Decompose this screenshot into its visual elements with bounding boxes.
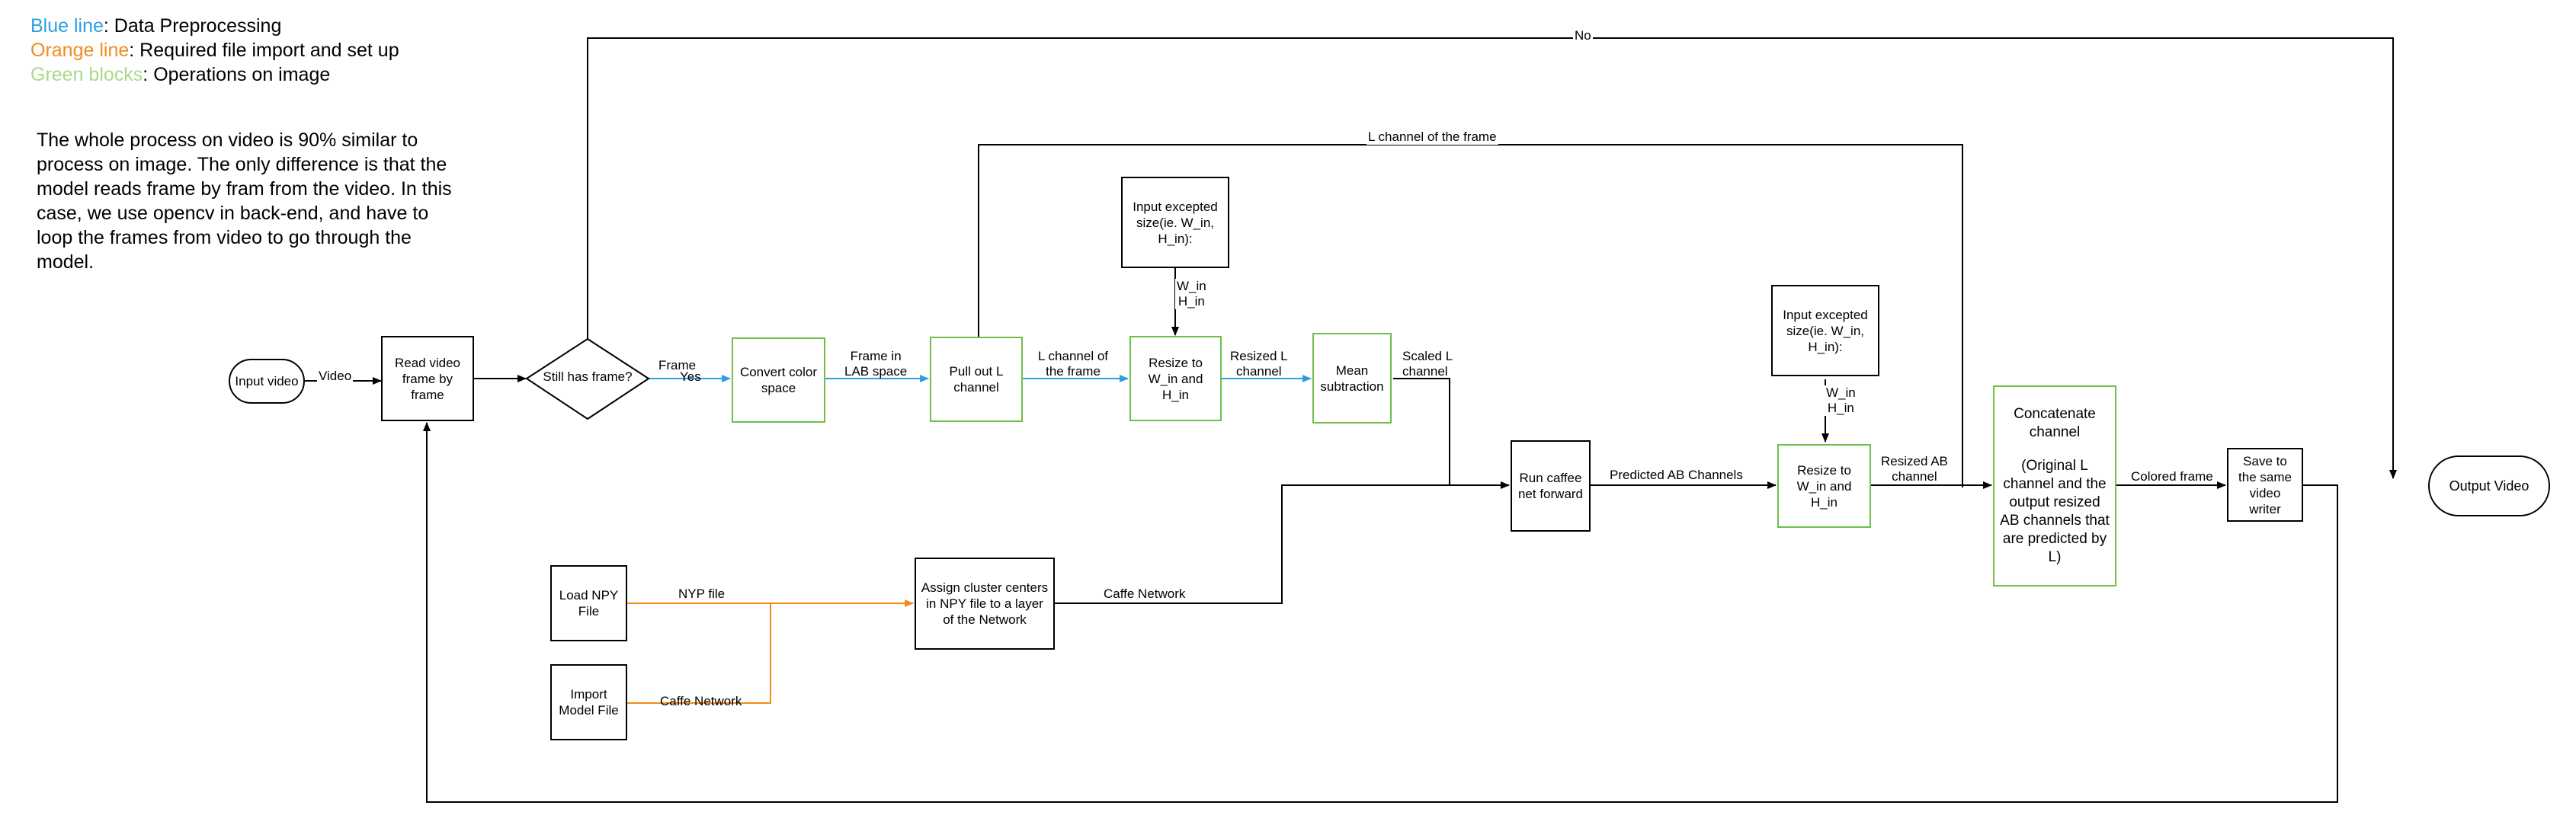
label-wh-in-2a: W_in (1826, 385, 1856, 400)
concatenate-body: (Original L channel and the output resiz… (2000, 458, 2110, 565)
label-caffe-network-orange: Caffe Network (660, 694, 742, 708)
still-has-frame-label: Still has frame? (543, 369, 633, 384)
label-resized-l-2: channel (1236, 364, 1282, 379)
assign-cluster-box: Assign cluster centers in NPY file to a … (915, 558, 1055, 650)
still-has-frame-diamond (525, 337, 650, 420)
read-frame-box: Read video frame by frame (381, 336, 474, 421)
convert-color-box: Convert color space (732, 337, 825, 423)
output-video-terminal: Output Video (2428, 455, 2550, 516)
label-l-channel-frame: L channel of the frame (1038, 349, 1108, 379)
edge-caffe-merge (1055, 481, 1510, 604)
label-frame-lab-2: LAB space (844, 364, 908, 379)
edge-no (587, 37, 2397, 479)
run-caffe-box: Run caffee net forward (1511, 440, 1591, 532)
label-l-channel-top: L channel of the frame (1366, 129, 1498, 145)
label-wh-in-1a: W_in (1177, 279, 1206, 293)
save-frame-box: Save to the same video writer (2227, 448, 2303, 522)
legend-blue-text: : Data Preprocessing (103, 15, 282, 37)
label-yes: Yes (680, 369, 701, 384)
resize-box-2: Resize to W_in and H_in (1777, 444, 1871, 528)
legend-orange: Orange line: Required file import and se… (30, 38, 399, 62)
label-resized-ab-1: Resized AB (1881, 454, 1948, 468)
label-video: Video (317, 369, 354, 384)
label-scaled-l: Scaled L channel (1402, 349, 1453, 379)
label-frame-lab-1: Frame in (850, 349, 902, 363)
label-colored-frame: Colored frame (2129, 469, 2215, 484)
label-scaled-l-1: Scaled L (1402, 349, 1453, 363)
edge-loop-back (423, 422, 2338, 803)
legend-green-text: : Operations on image (143, 64, 331, 85)
legend-green: Green blocks: Operations on image (30, 62, 399, 87)
input-video-terminal: Input video (229, 359, 305, 404)
concatenate-box: Concatenate channel (Original L channel … (1993, 385, 2116, 586)
label-frame: Frame (658, 358, 697, 372)
legend-orange-key: Orange line (30, 40, 130, 61)
legend-blue: Blue line: Data Preprocessing (30, 14, 399, 38)
label-frame-lab: Frame in LAB space (844, 349, 907, 379)
label-resized-ab: Resized AB channel (1881, 454, 1948, 484)
label-caffe-network: Caffe Network (1102, 586, 1187, 602)
legend-green-key: Green blocks (30, 64, 143, 85)
pull-l-box: Pull out L channel (930, 337, 1023, 422)
resize-box-1: Resize to W_in and H_in (1129, 336, 1222, 421)
input-size-box-2: Input excepted size(ie. W_in, H_in): (1771, 285, 1879, 376)
label-wh-in-1: W_in H_in (1175, 279, 1208, 309)
edge-model-join (627, 603, 771, 704)
label-scaled-l-2: channel (1402, 364, 1448, 379)
label-nyp-file: NYP file (677, 586, 727, 602)
label-wh-in-1b: H_in (1177, 294, 1205, 308)
edge-scaled-l (1393, 378, 1450, 485)
label-l-channel-frame-1: L channel of (1038, 349, 1108, 363)
import-model-box: Import Model File (550, 664, 627, 740)
label-resized-l-1: Resized L (1230, 349, 1288, 363)
mean-subtraction-box: Mean subtraction (1312, 333, 1392, 423)
legend-orange-text: : Required file import and set up (129, 40, 399, 61)
input-size-box-1: Input excepted size(ie. W_in, H_in): (1121, 177, 1229, 268)
legend: Blue line: Data Preprocessing Orange lin… (30, 14, 399, 87)
legend-blue-key: Blue line (30, 15, 104, 37)
label-l-channel-frame-2: the frame (1046, 364, 1101, 379)
load-npy-box: Load NPY File (550, 565, 627, 641)
label-no: No (1573, 28, 1593, 43)
label-wh-in-2b: H_in (1827, 401, 1854, 415)
process-note: The whole process on video is 90% simila… (37, 129, 452, 273)
concatenate-title: Concatenate channel (2014, 406, 2096, 440)
label-resized-l: Resized L channel (1230, 349, 1288, 379)
label-wh-in-2: W_in H_in (1825, 385, 1857, 416)
edge-l-channel-top (978, 144, 1963, 487)
label-predicted-ab: Predicted AB Channels (1608, 468, 1745, 483)
label-resized-ab-2: channel (1892, 469, 1937, 484)
